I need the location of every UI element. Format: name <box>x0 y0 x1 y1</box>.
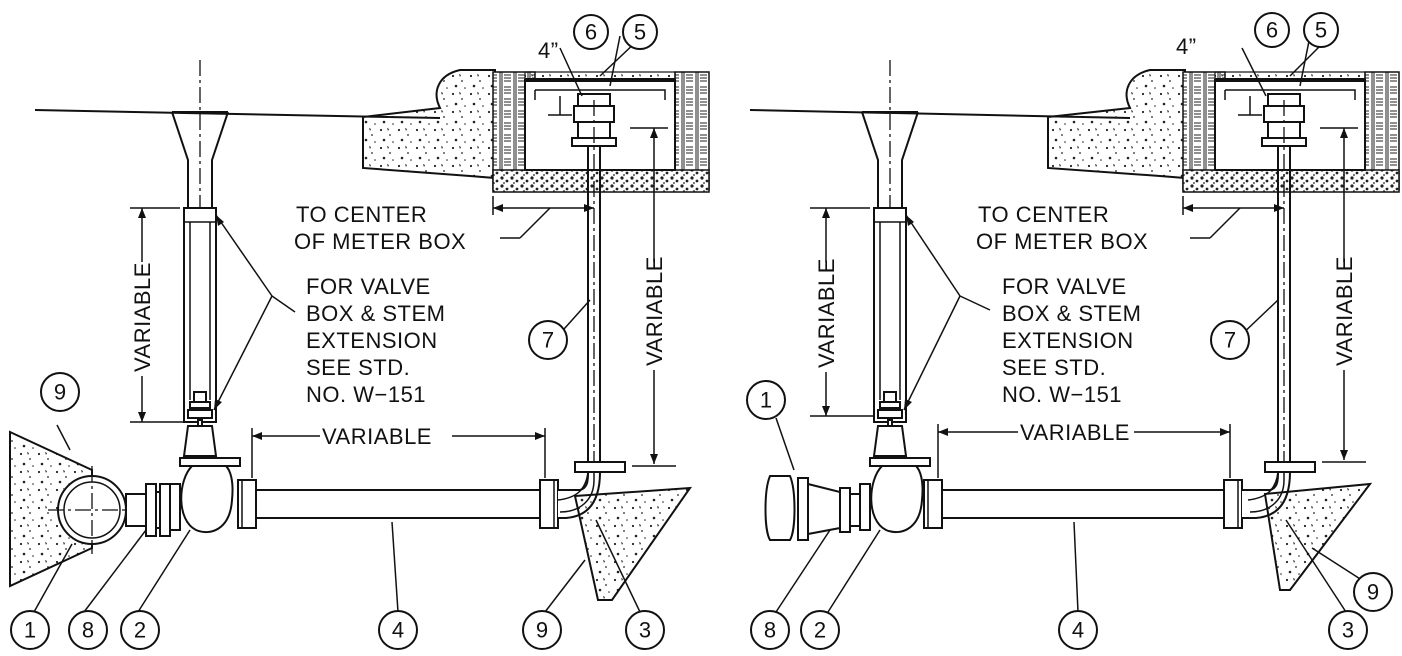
callout-3-label: 3 <box>639 618 651 643</box>
label-of-meter-box: OF METER BOX <box>976 229 1148 254</box>
label-variable-valvebox: VARIABLE <box>130 262 155 372</box>
service-riser <box>1264 100 1316 473</box>
callout-7 <box>1210 320 1250 360</box>
dim-variable-valvebox <box>130 207 184 423</box>
callout-9-bottom <box>522 610 562 650</box>
callout-6 <box>1254 12 1290 48</box>
service-riser <box>574 100 626 473</box>
label-see-std: SEE STD. <box>306 355 410 380</box>
callout-8-label: 8 <box>764 618 776 643</box>
callout-2-label: 2 <box>134 618 146 643</box>
service-pipe-horizontal <box>923 471 1292 529</box>
label-variable-riser: VARIABLE <box>1332 256 1357 366</box>
label-variable-riser: VARIABLE <box>642 256 667 366</box>
callout-9-top-label: 9 <box>54 380 66 405</box>
callout-5-label: 5 <box>1315 18 1327 43</box>
bubble-leaders <box>775 35 1369 613</box>
label-to-center: TO CENTER <box>978 202 1109 227</box>
callout-4 <box>378 610 418 650</box>
callout-1 <box>10 610 50 650</box>
callout-3 <box>1328 610 1368 650</box>
callout-2 <box>800 610 840 650</box>
callout-9 <box>1353 572 1393 612</box>
callout-4-label: 4 <box>1072 618 1084 643</box>
callout-9-label: 9 <box>1367 580 1379 605</box>
gate-valve <box>859 419 931 534</box>
callout-4-label: 4 <box>392 618 404 643</box>
label-extension: EXTENSION <box>306 328 438 353</box>
callout-9-top <box>40 372 80 412</box>
callout-2 <box>120 610 160 650</box>
label-box-stem: BOX & STEM <box>1002 301 1141 326</box>
label-variable-pipe: VARIABLE <box>1020 420 1130 445</box>
callout-3-label: 3 <box>1342 618 1354 643</box>
callout-8 <box>750 610 790 650</box>
label-box-stem: BOX & STEM <box>306 301 445 326</box>
label-for-valve: FOR VALVE <box>306 274 431 299</box>
left-detail-main-tap: 6 5 7 9 1 8 2 4 9 3 4” TO CENTER OF METE… <box>9 14 710 650</box>
callout-7 <box>528 320 568 360</box>
valve-box <box>861 60 919 430</box>
gate-valve <box>169 419 241 534</box>
label-of-meter-box: OF METER BOX <box>294 229 466 254</box>
label-see-std: SEE STD. <box>1002 355 1106 380</box>
curb-concrete <box>1047 69 1186 180</box>
callout-9-bottom-label: 9 <box>536 618 548 643</box>
callout-3 <box>625 610 665 650</box>
callout-8 <box>68 610 108 650</box>
dim-4-inch: 4” <box>1176 34 1197 59</box>
callout-1-label: 1 <box>760 388 772 413</box>
label-extension: EXTENSION <box>1002 328 1134 353</box>
callout-2-label: 2 <box>814 618 826 643</box>
dim-to-center <box>492 196 594 239</box>
callout-8-label: 8 <box>82 618 94 643</box>
main-pipe-end <box>764 475 861 541</box>
main-pipe-section <box>9 430 171 588</box>
callout-1-label: 1 <box>24 618 36 643</box>
callout-5-label: 5 <box>634 20 646 45</box>
callout-7-label: 7 <box>542 328 554 353</box>
valve-box <box>171 60 229 430</box>
callout-1 <box>746 380 786 420</box>
label-to-center: TO CENTER <box>296 202 427 227</box>
dim-4-inch: 4” <box>538 38 559 63</box>
label-for-valve: FOR VALVE <box>1002 274 1127 299</box>
leader-valve-box <box>213 214 296 411</box>
dim-to-center <box>1182 196 1284 239</box>
callout-5 <box>1303 12 1339 48</box>
label-variable-valvebox: VARIABLE <box>814 258 839 368</box>
label-std-number: NO. W−151 <box>306 382 426 407</box>
dim-variable-valvebox <box>810 207 874 417</box>
label-std-number: NO. W−151 <box>1002 382 1122 407</box>
callout-6-label: 6 <box>585 20 597 45</box>
callout-4 <box>1058 610 1098 650</box>
callout-7-label: 7 <box>1224 328 1236 353</box>
service-pipe-horizontal <box>237 471 602 529</box>
callout-6-label: 6 <box>1266 18 1278 43</box>
dim-variable-riser <box>632 128 676 467</box>
callout-5 <box>622 14 658 50</box>
dim-variable-pipe <box>937 424 1231 478</box>
dim-variable-riser <box>1322 128 1366 463</box>
dim-variable-pipe <box>251 428 546 478</box>
thrust-block-elbow <box>573 486 693 601</box>
label-variable-pipe: VARIABLE <box>322 424 432 449</box>
right-detail-end-of-main: 6 5 7 1 8 2 4 3 9 4” TO CENTER OF METER … <box>746 12 1400 650</box>
thrust-block-elbow <box>1263 482 1373 591</box>
callout-6 <box>573 14 609 50</box>
leader-valve-box <box>903 214 991 411</box>
curb-concrete <box>362 69 496 180</box>
